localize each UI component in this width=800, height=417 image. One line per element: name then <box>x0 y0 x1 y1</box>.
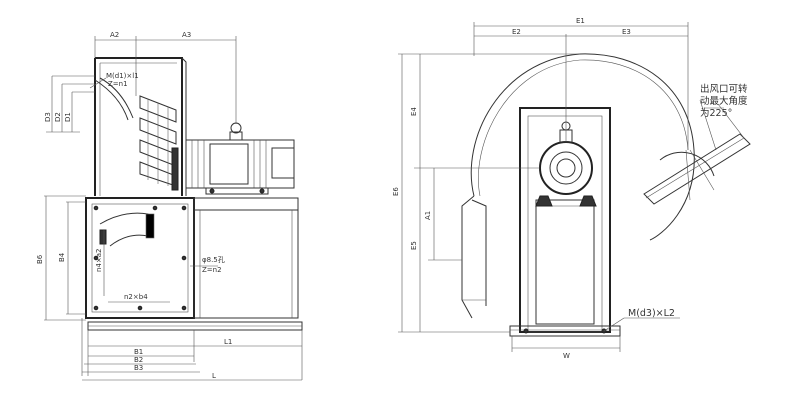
volute-casing <box>461 53 695 319</box>
dim-b2: B2 <box>134 356 143 364</box>
right-dimension-labels: E1 E2 E3 E6 E4 A1 E5 W 出风口可转 动最大角度 为225°… <box>392 17 748 360</box>
hole-note-2: Z=n2 <box>202 266 222 274</box>
flange-note-2: Z=n1 <box>108 80 128 88</box>
dim-e4: E4 <box>410 107 418 116</box>
outlet-casing <box>85 197 303 331</box>
dim-b1: B1 <box>134 348 143 356</box>
pitch-note-b: n2×b4 <box>124 293 148 301</box>
damper-vanes <box>139 95 179 191</box>
dim-b6: B6 <box>36 254 44 264</box>
dim-d3: D3 <box>44 112 52 122</box>
dim-e6: E6 <box>392 187 400 196</box>
hole-note-1: φ8.5孔 <box>202 256 225 264</box>
right-front-view: E1 E2 E3 E6 E4 A1 E5 W 出风口可转 动最大角度 为225°… <box>392 17 751 360</box>
dim-e3: E3 <box>622 28 631 36</box>
dim-e5: E5 <box>410 241 418 250</box>
dim-a2: A2 <box>110 31 119 39</box>
dim-w: W <box>563 352 570 360</box>
fan-pedestal <box>509 107 621 337</box>
pitch-note-a: n4×a2 <box>95 249 103 273</box>
dim-e1: E1 <box>576 17 585 25</box>
dim-l: L <box>212 372 216 380</box>
dim-b4: B4 <box>58 252 66 262</box>
motor <box>185 122 295 195</box>
outlet-note-2: 动最大角度 <box>700 95 748 107</box>
inlet-housing <box>94 57 187 196</box>
left-side-view: A2 A3 D3 D2 D1 B6 B4 B1 B2 B3 L1 L M(d1)… <box>36 31 303 381</box>
anchor-note: M(d3)×L2 <box>628 308 675 319</box>
outlet-note-3: 为225° <box>700 107 732 119</box>
right-dimension-lines <box>398 22 724 352</box>
dim-d2: D2 <box>54 112 62 122</box>
left-dimension-labels: A2 A3 D3 D2 D1 B6 B4 B1 B2 B3 L1 L M(d1)… <box>36 31 232 380</box>
dim-l1: L1 <box>224 338 232 346</box>
left-dimension-lines <box>44 36 303 381</box>
dim-a1: A1 <box>424 211 432 220</box>
outlet-note-1: 出风口可转 <box>700 83 748 95</box>
flange-note-1: M(d1)×l1 <box>106 72 139 80</box>
dim-a3: A3 <box>182 31 191 39</box>
dim-d1: D1 <box>64 112 72 122</box>
dim-e2: E2 <box>512 28 521 36</box>
rotating-outlet <box>643 99 751 205</box>
dim-b3: B3 <box>134 364 143 372</box>
